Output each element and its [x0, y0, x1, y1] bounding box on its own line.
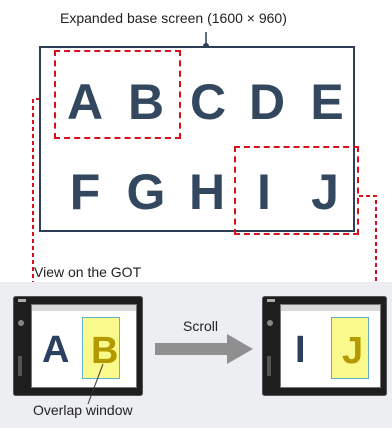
highlight-ab: [54, 50, 181, 139]
power-button-icon: [18, 320, 24, 326]
letter-f: F: [69, 164, 101, 220]
scroll-label: Scroll: [183, 318, 219, 334]
got-letter-a: A: [42, 329, 70, 371]
side-slot-icon: [267, 356, 271, 376]
scroll-arrow-icon: [155, 334, 253, 364]
got-view-label: View on the GOT: [34, 264, 142, 280]
letter-e: E: [310, 74, 344, 130]
got-device-left: A B: [13, 296, 143, 396]
letter-c: C: [189, 74, 227, 130]
highlight-ij: [234, 146, 359, 235]
letter-b: B: [127, 74, 165, 130]
letter-g: G: [126, 164, 166, 220]
got-device-right: I J: [262, 296, 387, 396]
letter-i: I: [257, 164, 271, 220]
got-screen-right: I J: [280, 304, 381, 388]
overlap-letter-j: J: [342, 330, 364, 372]
got-letter-i: I: [295, 329, 306, 371]
side-slot-icon: [18, 356, 22, 376]
got-screen-left: A B: [31, 304, 137, 388]
brand-logo-icon: [18, 299, 26, 302]
brand-logo-icon: [267, 299, 275, 302]
letter-h: H: [188, 164, 226, 220]
letter-d: D: [248, 74, 286, 130]
power-button-icon: [267, 320, 273, 326]
expanded-base-screen: [39, 46, 355, 232]
overlap-letter-b: B: [91, 330, 119, 372]
diagram-title: Expanded base screen (1600 × 960): [60, 10, 287, 26]
letter-j: J: [311, 164, 339, 220]
letter-a: A: [66, 74, 104, 130]
overlap-window-right: J: [331, 317, 369, 379]
overlap-window-label: Overlap window: [33, 402, 133, 418]
